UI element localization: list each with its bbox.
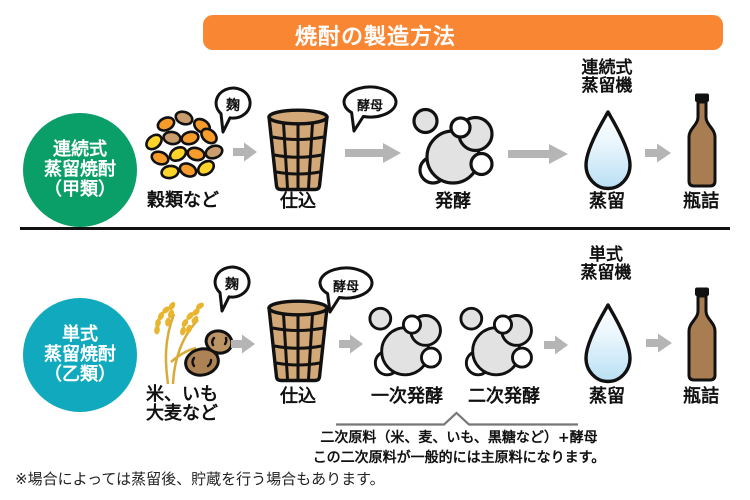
arrow-right-icon xyxy=(508,144,568,164)
grains-label: 穀類など xyxy=(147,190,219,211)
badge-otsurui-line1: 単式 xyxy=(62,324,98,345)
annotation-bracket-icon xyxy=(336,411,578,426)
speech-bubble-icon xyxy=(342,85,398,133)
yeast-bubble-label: 酵母 xyxy=(356,99,383,114)
mash-label-row2: 仕込 xyxy=(280,386,316,407)
arrow-right-icon xyxy=(339,334,363,354)
secondary-ingredients-note: 二次原料（米、麦、いも、黒糖など）+酵母 この二次原料が一般的には主原料になりま… xyxy=(257,429,661,468)
fermentation-bubbles-icon xyxy=(412,107,494,185)
materials-label-line1: 米、いも xyxy=(146,384,218,405)
grains-icon xyxy=(145,110,224,180)
distillation-drop-icon xyxy=(584,110,632,191)
row-divider xyxy=(20,227,730,230)
speech-bubble-icon xyxy=(318,266,374,314)
bottle-label-row1: 瓶詰 xyxy=(683,191,719,212)
speech-bubble-icon xyxy=(213,265,251,313)
mash-barrel-icon xyxy=(267,108,329,192)
first-ferment-label: 一次発酵 xyxy=(371,386,443,407)
second-fermentation-bubbles-icon xyxy=(459,306,533,377)
distillation-drop-icon xyxy=(584,303,632,384)
badge-otsurui-line3: （乙類） xyxy=(44,364,116,385)
still-label-row2-line1: 単式 xyxy=(589,245,623,265)
still-label-row1-line2: 蒸留機 xyxy=(581,75,633,96)
secondary-ingredients-note-line2: この二次原料が一般的には主原料になります。 xyxy=(312,449,606,466)
bottle-icon xyxy=(687,287,717,382)
koji-bubble-row2: 麹 xyxy=(212,265,252,313)
materials-label-row2: 米、いも 大麦など xyxy=(122,385,242,423)
still-label-row1-line1: 連続式 xyxy=(581,58,633,78)
title-banner: 焼酎の製造方法 xyxy=(203,15,723,50)
badge-otsurui-line2: 蒸留焼酎 xyxy=(44,344,116,365)
koji-bubble-label: 麹 xyxy=(225,277,239,293)
badge-korui-line1: 連続式 xyxy=(53,139,107,160)
arrow-right-icon xyxy=(233,142,257,162)
mash-label-row1: 仕込 xyxy=(280,191,316,212)
yeast-bubble-row2: 酵母 xyxy=(317,266,375,314)
first-fermentation-bubbles-icon xyxy=(368,306,442,377)
bottle-icon xyxy=(687,93,717,188)
still-label-row2: 単式 蒸留機 xyxy=(546,245,666,283)
arrow-right-icon xyxy=(345,143,401,163)
arrow-right-icon xyxy=(645,143,671,163)
badge-korui-line3: （甲類） xyxy=(44,179,116,200)
arrow-right-icon xyxy=(231,334,255,354)
footnote: ※場合によっては蒸留後、貯蔵を行う場合もあります。 xyxy=(15,470,385,488)
badge-otsurui: 単式 蒸留焼酎 （乙類） xyxy=(23,298,137,412)
distill-label-row1: 蒸留 xyxy=(589,191,625,212)
yeast-bubble-label: 酵母 xyxy=(332,280,359,295)
speech-bubble-icon xyxy=(214,86,252,134)
still-label-row1: 連続式 蒸留機 xyxy=(547,58,667,96)
secondary-ingredients-note-line1: 二次原料（米、麦、いも、黒糖など）+酵母 xyxy=(320,430,598,446)
arrow-right-icon xyxy=(646,333,672,353)
badge-korui-line2: 蒸留焼酎 xyxy=(44,159,116,180)
still-label-row2-line2: 蒸留機 xyxy=(580,262,632,283)
distill-label-row2: 蒸留 xyxy=(589,386,625,407)
second-ferment-label: 二次発酵 xyxy=(468,386,540,407)
koji-bubble-row1: 麹 xyxy=(213,86,253,134)
bottle-label-row2: 瓶詰 xyxy=(683,386,719,407)
mash-barrel-icon xyxy=(267,299,329,383)
yeast-bubble-row1: 酵母 xyxy=(341,85,399,133)
arrow-right-icon xyxy=(544,335,568,355)
koji-bubble-label: 麹 xyxy=(226,98,240,114)
ferment-label-row1: 発酵 xyxy=(435,191,471,212)
badge-korui: 連続式 蒸留焼酎 （甲類） xyxy=(23,113,137,227)
materials-label-line2: 大麦など xyxy=(146,403,218,424)
page-title: 焼酎の製造方法 xyxy=(294,25,456,50)
